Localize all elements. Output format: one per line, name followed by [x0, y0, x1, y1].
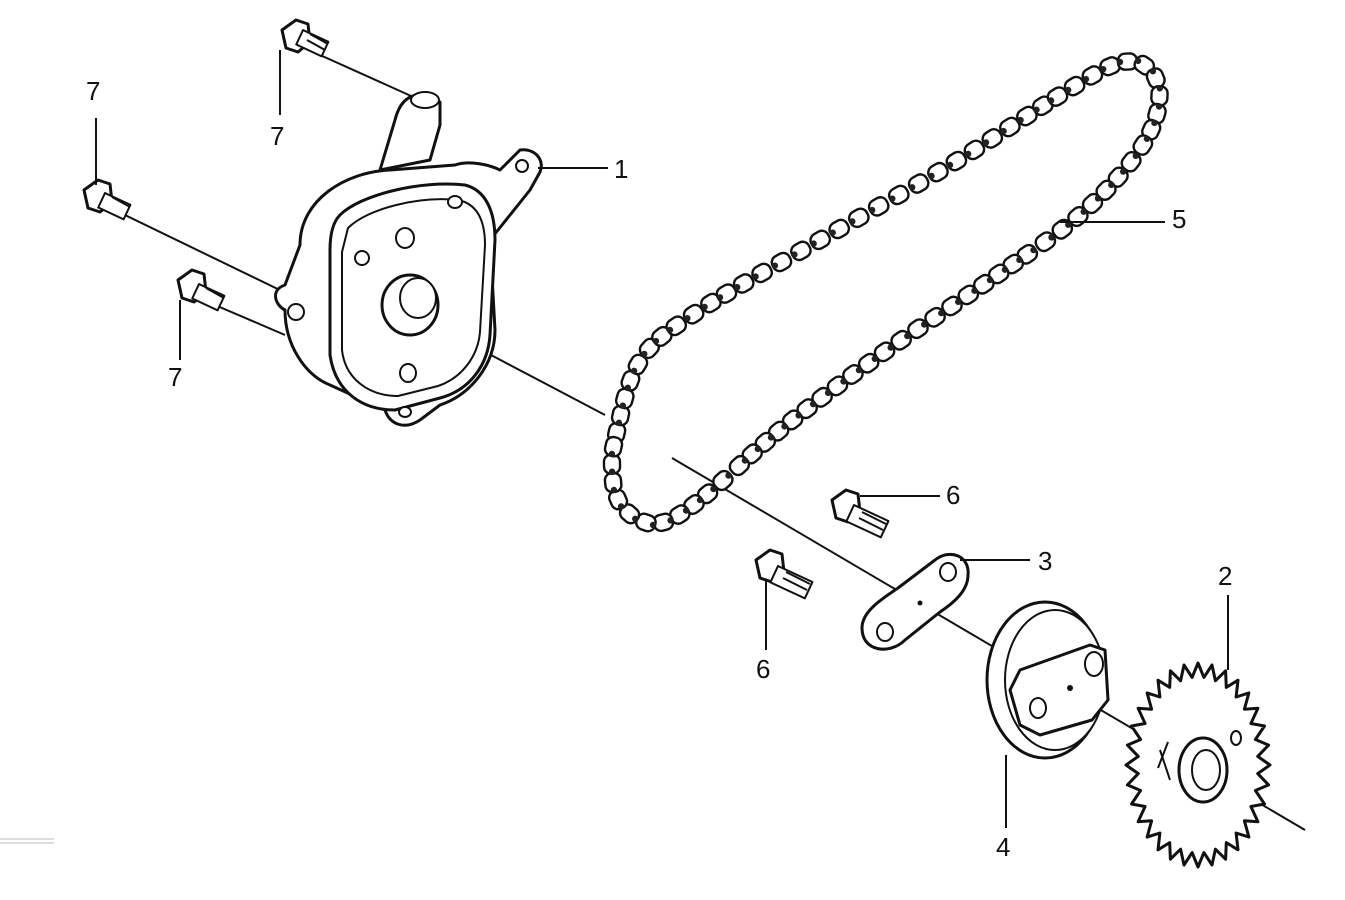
chain-link	[963, 139, 986, 161]
flange-bolt-top	[280, 18, 330, 58]
pump-body	[274, 91, 543, 427]
chain-link	[683, 494, 705, 516]
chain-link	[682, 303, 705, 325]
chain-link	[941, 295, 963, 317]
pump-rotor	[985, 600, 1110, 760]
chain-link	[890, 329, 912, 351]
chain-link	[767, 420, 790, 442]
callout-6-upper: 6	[946, 480, 960, 510]
chain-link	[1031, 95, 1054, 117]
flange-bolt-left	[82, 178, 132, 221]
chain-link	[924, 306, 946, 328]
chain-link	[867, 196, 890, 217]
chain-link	[1107, 166, 1129, 188]
chain-link	[1051, 218, 1074, 240]
callout-1: 1	[614, 154, 628, 184]
bolt-short-upper	[830, 488, 890, 539]
chain-link	[1116, 52, 1139, 71]
chain-link	[1046, 86, 1069, 107]
chain-link	[1081, 65, 1104, 86]
chain-link	[790, 240, 812, 262]
chain-link	[945, 150, 968, 172]
callout-5: 5	[1172, 204, 1186, 234]
chain-link	[999, 116, 1021, 138]
driven-sprocket	[1124, 661, 1272, 869]
chain-link	[927, 161, 949, 183]
chain-link	[728, 454, 751, 477]
chain-link	[809, 229, 832, 251]
chain-link	[751, 262, 773, 284]
chain-link	[981, 128, 1004, 149]
gasket-plate	[860, 552, 970, 651]
chain-link	[907, 318, 929, 340]
callout-7-left: 7	[86, 76, 100, 106]
chain-link	[732, 273, 755, 294]
chain-link	[842, 364, 864, 385]
callout-6-lower: 6	[756, 654, 770, 684]
flange-bolt-lower	[176, 268, 226, 312]
callout-7-lower: 7	[168, 362, 182, 392]
drive-chain	[602, 52, 1169, 533]
callout-7-top: 7	[270, 121, 284, 151]
callout-4: 4	[996, 832, 1010, 862]
chain-link	[847, 207, 870, 229]
callout-labels: 1 2 3 4 5 6 6 7 7 7	[86, 76, 1232, 862]
chain-link	[770, 251, 793, 273]
chain-link	[828, 218, 851, 240]
margin-mark	[0, 838, 54, 844]
chain-link	[602, 453, 622, 475]
chain-link	[627, 353, 649, 376]
chain-link	[1034, 231, 1057, 253]
chain-link	[1150, 85, 1169, 107]
chain-link	[887, 184, 910, 206]
chain-link	[1147, 102, 1167, 125]
chain-link	[603, 435, 624, 458]
bolt-short-lower	[754, 548, 814, 600]
chain-link	[1063, 75, 1086, 97]
leader-lines	[95, 50, 1229, 828]
chain-link	[712, 469, 734, 492]
sprocket-bore	[1191, 749, 1221, 791]
sprocket-pin-hole	[1230, 730, 1242, 746]
callout-2: 2	[1218, 561, 1232, 591]
chain-link	[700, 292, 722, 314]
chain-link	[614, 387, 635, 410]
chain-link	[907, 173, 930, 194]
callout-3: 3	[1038, 546, 1052, 576]
chain-link	[603, 471, 623, 494]
chain-link	[1132, 134, 1154, 156]
chain-link	[665, 315, 688, 337]
